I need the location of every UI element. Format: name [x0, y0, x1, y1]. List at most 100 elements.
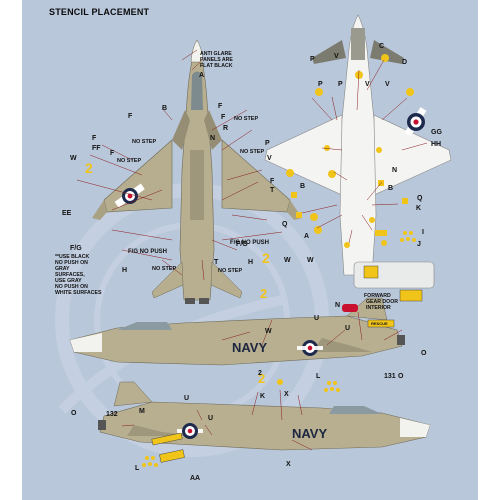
- number-132: 132: [106, 411, 118, 418]
- use-black-note-line5: USE GRAY: [55, 278, 82, 284]
- callout-label: F: [218, 103, 223, 110]
- no-step-3: NO STEP: [234, 116, 258, 122]
- callout-labels: A F F R N B F F FF F W P V F T EE F/G H …: [62, 43, 442, 482]
- fg-no-push-left: F/G NO PUSH: [128, 249, 167, 255]
- callout-label: W: [284, 257, 291, 264]
- callout-label: GG: [431, 129, 442, 136]
- no-step-2: NO STEP: [117, 158, 141, 164]
- callout-label: P: [338, 81, 343, 88]
- fg-no-push-right: F/G NO PUSH: [230, 240, 269, 246]
- callout-label: J: [417, 241, 421, 248]
- callout-label: F: [110, 150, 115, 157]
- svg-text:2: 2: [262, 250, 270, 266]
- svg-text:2: 2: [260, 286, 267, 301]
- callout-label: O: [71, 410, 77, 417]
- callout-label: EE: [62, 210, 72, 217]
- no-step-5: NO STEP: [152, 266, 176, 272]
- right-side-profile: NAVY: [98, 381, 431, 467]
- callout-label: P: [318, 81, 323, 88]
- gear-door-label-line2: GEAR DOOR: [366, 299, 398, 305]
- number-131: 131: [384, 373, 396, 380]
- no-step-4: NO STEP: [240, 149, 264, 155]
- callout-label: V: [365, 81, 370, 88]
- callout-label: L: [316, 373, 321, 380]
- use-black-note-line3: GRAY: [55, 266, 70, 272]
- callout-label: M: [139, 408, 145, 415]
- sheet-title: STENCIL PLACEMENT: [49, 7, 150, 17]
- callout-label: W: [70, 155, 77, 162]
- callout-label: 2: [258, 370, 262, 377]
- callout-label: N: [392, 167, 397, 174]
- callout-label: V: [334, 53, 339, 60]
- callout-label: X: [286, 461, 291, 468]
- anti-glare-note-line3: FLAT BLACK: [200, 63, 233, 69]
- use-black-note-line6: NO PUSH ON: [55, 284, 88, 290]
- leader-lines: [76, 49, 428, 451]
- callout-label: X: [284, 391, 289, 398]
- anti-glare-note-line2: PANELS ARE: [200, 57, 233, 63]
- callout-label: H: [248, 259, 253, 266]
- bottom-wing-roundel: [404, 107, 427, 137]
- navy-lettering-upper: NAVY: [232, 340, 267, 355]
- left-side-profile: NAVY 2 2: [69, 286, 405, 392]
- svg-text:2: 2: [258, 371, 265, 386]
- stencil-diagram: 2 2: [55, 14, 452, 482]
- callout-label: O: [421, 350, 427, 357]
- no-step-1: NO STEP: [132, 139, 156, 145]
- callout-label: Q: [282, 221, 288, 228]
- callout-label: F/G: [70, 245, 82, 252]
- svg-text:2: 2: [85, 160, 93, 176]
- callout-label: B: [300, 183, 305, 190]
- use-black-note-line2: NO PUSH ON: [55, 260, 88, 266]
- callout-label: U: [184, 395, 189, 402]
- decal-sheet: STENCIL PLACEMENT: [22, 0, 478, 500]
- callout-label: P: [265, 140, 270, 147]
- gear-door-label-line3: INTERIOR: [366, 305, 391, 311]
- top-wing-roundel: [114, 183, 145, 208]
- use-black-note-line1: **USE BLACK: [55, 254, 90, 260]
- navy-lettering-lower: NAVY: [292, 426, 327, 441]
- callout-label: B: [162, 105, 167, 112]
- callout-label: W: [265, 328, 272, 335]
- callout-label: F: [92, 135, 97, 142]
- callout-label: F: [128, 113, 133, 120]
- rescue-stencil-text: RESCUE: [371, 321, 388, 326]
- callout-label: U: [208, 415, 213, 422]
- callout-label: T: [214, 259, 219, 266]
- callout-label: A: [199, 72, 204, 79]
- callout-label: R: [223, 125, 228, 132]
- callout-label: V: [267, 155, 272, 162]
- forward-gear-door: [353, 261, 435, 302]
- callout-label: F: [221, 114, 226, 121]
- callout-label: F: [270, 178, 275, 185]
- callout-label: F/G: [236, 241, 248, 248]
- callout-label: A: [304, 233, 309, 240]
- callout-label: K: [260, 393, 265, 400]
- callout-label: U: [314, 315, 319, 322]
- gear-door-label-line1: FORWARD: [364, 293, 391, 299]
- callout-label: W: [307, 257, 314, 264]
- callout-label: U: [345, 325, 350, 332]
- use-black-note-line4: SURFACES,: [55, 272, 85, 278]
- callout-label: Q: [417, 195, 423, 202]
- anti-glare-note-line1: ANTI GLARE: [200, 51, 232, 57]
- callout-label: N: [335, 302, 340, 309]
- notes: ANTI GLARE PANELS ARE FLAT BLACK **USE B…: [55, 51, 398, 418]
- callout-label: O: [398, 373, 404, 380]
- callout-label: FF: [92, 145, 101, 152]
- no-step-6: NO STEP: [218, 268, 242, 274]
- callout-label: P: [310, 56, 315, 63]
- callout-label: L: [135, 465, 140, 472]
- callout-label: AA: [190, 475, 200, 482]
- callout-label: K: [416, 205, 421, 212]
- callout-label: I: [422, 229, 424, 236]
- callout-label: D: [402, 59, 407, 66]
- callout-label: T: [270, 187, 275, 194]
- callout-label: HH: [431, 141, 441, 148]
- callout-label: N: [210, 135, 215, 142]
- callout-label: H: [122, 267, 127, 274]
- callout-label: V: [385, 81, 390, 88]
- callout-label: B: [388, 185, 393, 192]
- callout-label: C: [379, 43, 384, 50]
- use-black-note-line7: WHITE SURFACES: [55, 290, 102, 296]
